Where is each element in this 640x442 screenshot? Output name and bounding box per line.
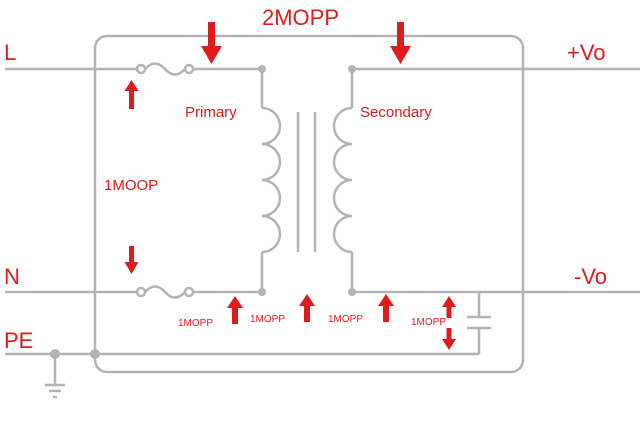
ground-icon [45,354,65,399]
n-label: N [4,264,20,289]
two-mopp-label: 2MOPP [262,5,340,30]
plus-vo-label: +Vo [567,40,606,65]
mopp-label-2: 1MOPP [250,314,286,325]
primary-label: Primary [185,104,237,121]
one-moop-label: 1MOOP [104,177,159,194]
arrow-icon [299,294,315,322]
mopp-label-3: 1MOPP [328,314,364,325]
fuse-icon [135,285,195,299]
l-label: L [4,40,17,65]
minus-vo-label: -Vo [574,264,608,289]
mopp-label-4: 1MOPP [411,317,447,328]
mopp-label-1: 1MOPP [178,318,214,329]
arrow-icon [227,296,243,324]
secondary-label: Secondary [360,104,432,121]
arrow-icon [124,246,139,274]
enclosure-box [93,34,525,374]
pe-label: PE [4,328,34,353]
junction-dots [50,65,356,359]
arrow-icon [201,22,222,64]
arrow-icon [442,296,456,318]
transformer-icon [261,106,353,254]
arrow-icon [124,80,139,109]
fuse-icon [135,62,195,76]
arrow-icon [390,22,411,64]
capacitor-icon [467,292,491,354]
arrow-icon [442,328,456,350]
arrow-icon [378,294,394,322]
